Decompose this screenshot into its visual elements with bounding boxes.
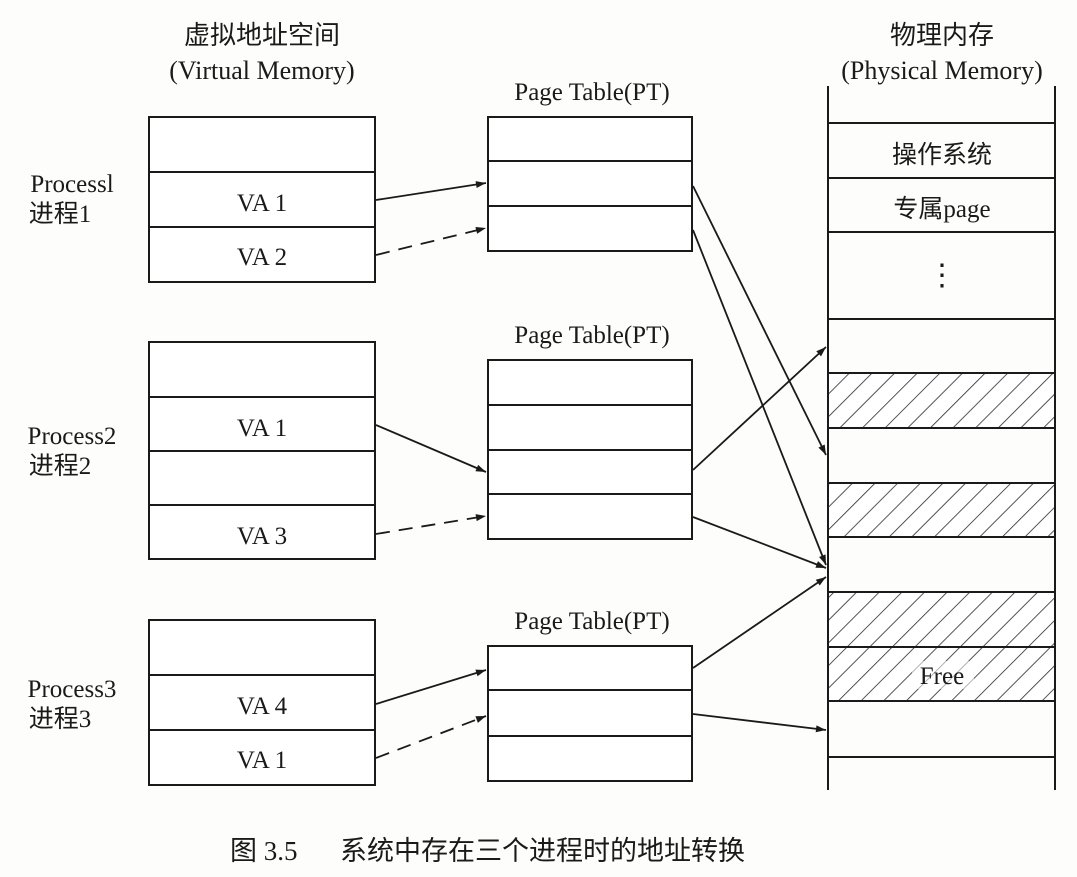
free-label-backdrop — [912, 661, 974, 689]
arrow-p2-pt-to-physical — [692, 346, 827, 471]
physical-memory-title-en: (Physical Memory) — [841, 56, 1042, 85]
arrow-p3-pt-to-physical — [692, 576, 827, 669]
va-to-pt-arrows — [375, 181, 487, 759]
page-table-box — [487, 645, 693, 782]
virtual-memory-block: VA 1 VA 3 — [148, 341, 376, 560]
arrow-p3-va4-to-pt — [375, 669, 487, 705]
figure-caption: 图 3.5 系统中存在三个进程时的地址转换 — [230, 836, 745, 866]
figure-caption-text: 系统中存在三个进程时的地址转换 — [340, 836, 745, 866]
physical-page-hatched — [829, 484, 1055, 537]
arrow-p2-pt-to-physical — [692, 516, 827, 569]
page-table: Page Table(PT) — [487, 322, 693, 540]
arrow-p3-pt-to-physical — [692, 713, 827, 733]
arrow-p1-pt-to-physical — [692, 229, 827, 566]
page-table-title: Page Table(PT) — [514, 322, 669, 349]
process-label-cn: 进程2 — [29, 452, 92, 480]
vm-row-label: VA 2 — [237, 244, 287, 271]
vm-row-label: VA 1 — [237, 747, 287, 774]
physical-page-hatched — [829, 593, 1055, 647]
page-table-box — [487, 116, 693, 252]
physical-memory-header: 物理内存 (Physical Memory) — [841, 21, 1042, 85]
page-table-title: Page Table(PT) — [514, 79, 669, 106]
page-table-title: Page Table(PT) — [514, 608, 669, 635]
virtual-memory-block: VA 1 VA 2 — [148, 116, 376, 283]
vm-box — [148, 619, 376, 786]
arrow-p2-va1-to-pt — [375, 424, 487, 473]
physical-page-hatched — [829, 374, 1055, 428]
physical-row-label-free: Free — [920, 663, 964, 690]
arrow-p1-pt-to-physical — [692, 185, 827, 456]
vm-box — [148, 116, 376, 283]
vm-row-label: VA 1 — [237, 415, 287, 442]
virtual-memory-block: VA 4 VA 1 — [148, 619, 376, 786]
arrow-p2-va3-to-pt — [375, 514, 487, 535]
page-table: Page Table(PT) — [487, 79, 693, 252]
vm-row-label: VA 4 — [237, 693, 288, 720]
process-label-cn: 进程3 — [29, 705, 92, 733]
figure-number: 图 3.5 — [230, 836, 298, 866]
process-1: Processl 进程1 VA 1 VA 2 Page Table(PT) — [29, 79, 693, 283]
vm-row-label: VA 3 — [237, 523, 287, 550]
virtual-memory-header: 虚拟地址空间 (Virtual Memory) — [169, 21, 354, 85]
process-2: Process2 进程2 VA 1 VA 3 Page Table(PT) — [28, 322, 693, 560]
process-3: Process3 进程3 VA 4 VA 1 Page Table(PT) — [28, 608, 693, 786]
process-label-en: Process3 — [28, 676, 117, 703]
arrow-p3-va1-to-pt — [375, 715, 487, 759]
physical-memory-column: 操作系统 专属page ⋮ Free — [827, 86, 1056, 790]
process-label-cn: 进程1 — [29, 200, 92, 228]
page-table: Page Table(PT) — [487, 608, 693, 782]
virtual-memory-title-en: (Virtual Memory) — [169, 56, 354, 85]
vertical-ellipsis-icon: ⋮ — [927, 259, 957, 292]
physical-memory-title-cn: 物理内存 — [890, 21, 994, 50]
physical-row-label-os: 操作系统 — [892, 141, 992, 169]
vm-row-label: VA 1 — [237, 190, 287, 217]
arrow-p1-va2-to-pt — [375, 226, 487, 256]
arrow-p1-va1-to-pt — [375, 181, 487, 201]
process-label-en: Process2 — [28, 423, 117, 450]
pt-to-physical-arrows — [692, 185, 827, 733]
physical-row-label-dedicated-page: 专属page — [893, 195, 990, 223]
virtual-memory-title-cn: 虚拟地址空间 — [184, 21, 340, 50]
process-label-en: Processl — [30, 171, 113, 198]
